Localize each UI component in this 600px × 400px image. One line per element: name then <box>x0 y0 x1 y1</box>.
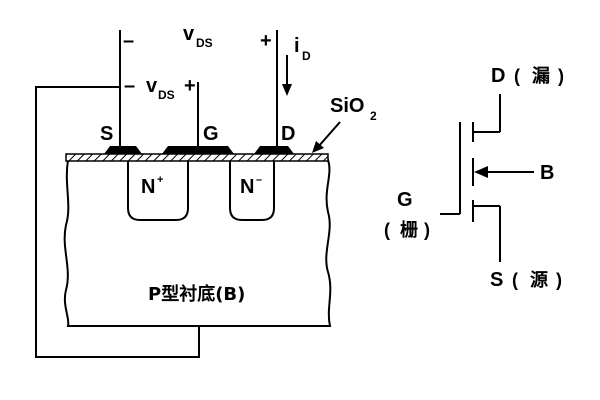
sio2-layer <box>65 153 329 162</box>
id-sub: D <box>302 49 311 63</box>
symbol-s-letter: S <box>490 269 503 291</box>
symbol-g-paren-close: ) <box>424 220 430 240</box>
id-arrowhead <box>282 84 292 96</box>
vds-top-minus: – <box>123 30 134 52</box>
symbol-d-paren-open: ( <box>514 66 520 86</box>
sio2-sub: 2 <box>370 109 377 123</box>
vds-top-v: v <box>183 23 195 45</box>
symbol-g-letter: G <box>397 189 413 211</box>
n-plus-label: N <box>141 176 155 198</box>
symbol-b-label: B <box>540 162 554 184</box>
vgs-minus: – <box>124 75 135 97</box>
substrate-label: P型衬底(B) <box>148 283 245 305</box>
symbol-d-paren-close: ) <box>558 66 564 86</box>
n-plus-sup: + <box>157 174 163 186</box>
symbol-d-letter: D <box>491 65 505 87</box>
terminal-s-label: S <box>100 123 113 145</box>
n-minus-region <box>229 161 275 221</box>
vgs-sub: DS <box>158 88 175 102</box>
bulk-loop-wire <box>35 86 200 358</box>
symbol-g-paren-open: ( <box>384 220 390 240</box>
symbol-bulk-arrowhead <box>474 166 488 178</box>
terminal-g-label: G <box>203 123 219 145</box>
n-minus-label: N <box>240 176 254 198</box>
drain-metal <box>254 146 294 154</box>
symbol-s-paren-close: ) <box>556 270 562 290</box>
symbol-g-name: 栅 <box>400 219 418 241</box>
id-i: i <box>294 35 300 57</box>
n-plus-region <box>127 161 189 221</box>
sio2-label: SiO <box>330 95 364 117</box>
sio2-leader-head <box>312 141 324 153</box>
vgs-v: v <box>146 75 158 97</box>
vds-top-plus: + <box>260 30 272 52</box>
sio2-leader <box>317 121 341 148</box>
vds-top-sub: DS <box>196 36 213 50</box>
source-metal <box>104 146 142 154</box>
terminal-d-label: D <box>281 123 295 145</box>
vgs-plus: + <box>184 75 196 97</box>
symbol-d-name: 漏 <box>532 66 550 87</box>
symbol-s-paren-open: ( <box>512 270 518 290</box>
gate-metal <box>162 146 234 154</box>
symbol-s-name: 源 <box>530 269 548 291</box>
nmos-symbol <box>440 94 534 262</box>
n-minus-sup: – <box>256 174 262 186</box>
cross-section <box>35 30 341 358</box>
